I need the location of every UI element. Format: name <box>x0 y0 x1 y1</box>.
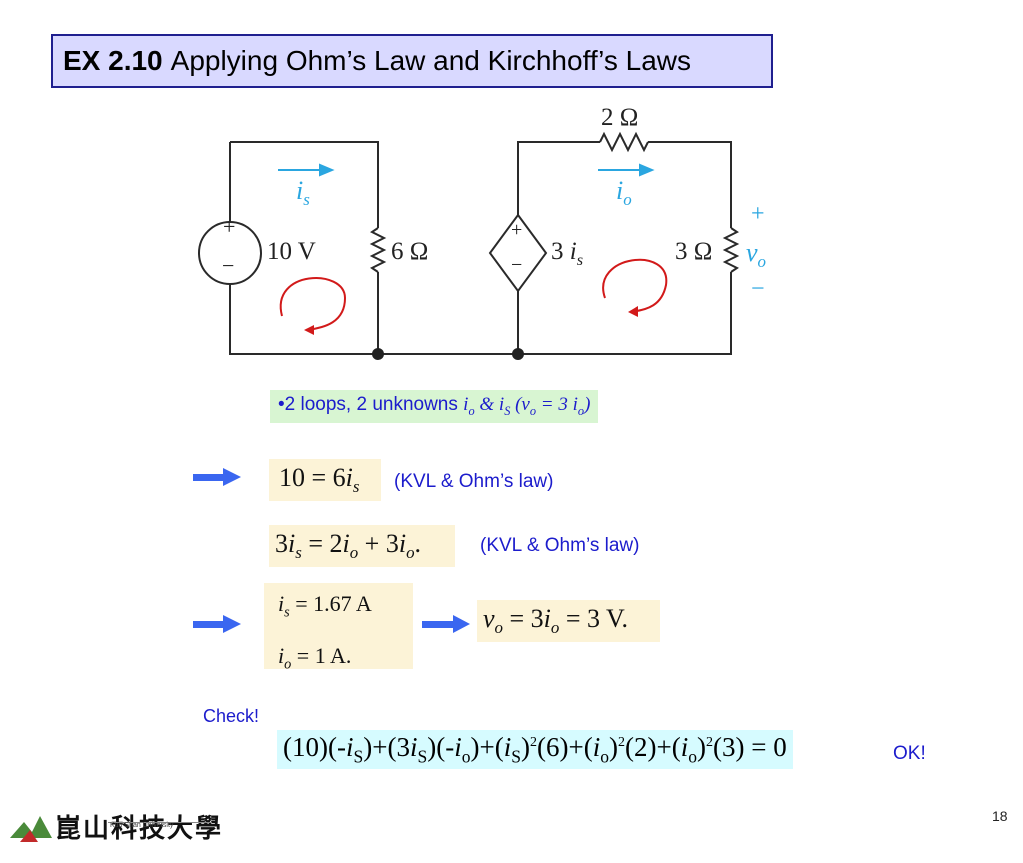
loop-arrow-left <box>279 277 347 331</box>
dep-minus: − <box>511 254 523 276</box>
io-label: io <box>616 176 632 210</box>
loop-arrow-right <box>602 258 668 313</box>
result-box: is = 1.67 A io = 1 A. <box>264 583 413 673</box>
wire-left-top <box>230 141 379 228</box>
footer-divider <box>108 822 212 823</box>
source-plus: + <box>223 214 236 239</box>
wire-left-bottom <box>229 272 379 355</box>
slide-title: EX 2.10 Applying Ohm’s Law and Kirchhoff… <box>51 34 773 88</box>
dep-source-label: 3 is <box>551 238 584 269</box>
wire-dep-top <box>517 141 600 215</box>
resistor-3 <box>722 227 740 273</box>
resistor-2 <box>599 131 649 153</box>
info-box: •2 loops, 2 unknowns io & iS (vo = 3 io) <box>270 390 599 423</box>
node-left <box>372 348 384 360</box>
resistor-3-label: 3 Ω <box>675 238 713 265</box>
equation-2: 3is = 2io + 3io. <box>269 525 455 567</box>
wire-bottom <box>378 272 732 355</box>
vo-minus: − <box>751 276 765 302</box>
is-label: is <box>296 176 310 210</box>
university-name-cn: 崑山科技大學 <box>55 814 224 844</box>
university-name-en: Kun Shan University <box>110 822 174 829</box>
equation-1: 10 = 6is <box>269 459 381 501</box>
node-right <box>512 348 524 360</box>
check-label: Check! <box>203 706 260 726</box>
dep-plus: + <box>511 219 523 241</box>
resistor-6 <box>369 227 387 273</box>
title-text: Applying Ohm’s Law and Kirchhoff’s Laws <box>170 45 691 76</box>
university-logo-icon <box>10 816 52 842</box>
resistor-2-label: 2 Ω <box>601 104 639 131</box>
vo-label: vo <box>746 238 766 272</box>
title-prefix: EX 2.10 <box>63 45 163 76</box>
source-minus: − <box>222 253 235 278</box>
resistor-6-label: 6 Ω <box>391 238 429 265</box>
equation-2-note: (KVL & Ohm’s law) <box>480 535 640 556</box>
vo-plus: + <box>751 201 765 227</box>
voltage-source <box>198 221 262 285</box>
page-number: 18 <box>992 808 1008 824</box>
power-check-equation: (10)(-iS)+(3iS)(-io)+(iS)2(6)+(io)2(2)+(… <box>277 730 793 770</box>
ok-label: OK! <box>893 743 926 764</box>
wire-right-top <box>648 141 732 228</box>
dependent-source <box>488 213 548 293</box>
vo-result: vo = 3io = 3 V. <box>477 600 660 642</box>
equation-1-note: (KVL & Ohm’s law) <box>394 471 554 492</box>
source-voltage-label: 10 V <box>267 238 316 265</box>
